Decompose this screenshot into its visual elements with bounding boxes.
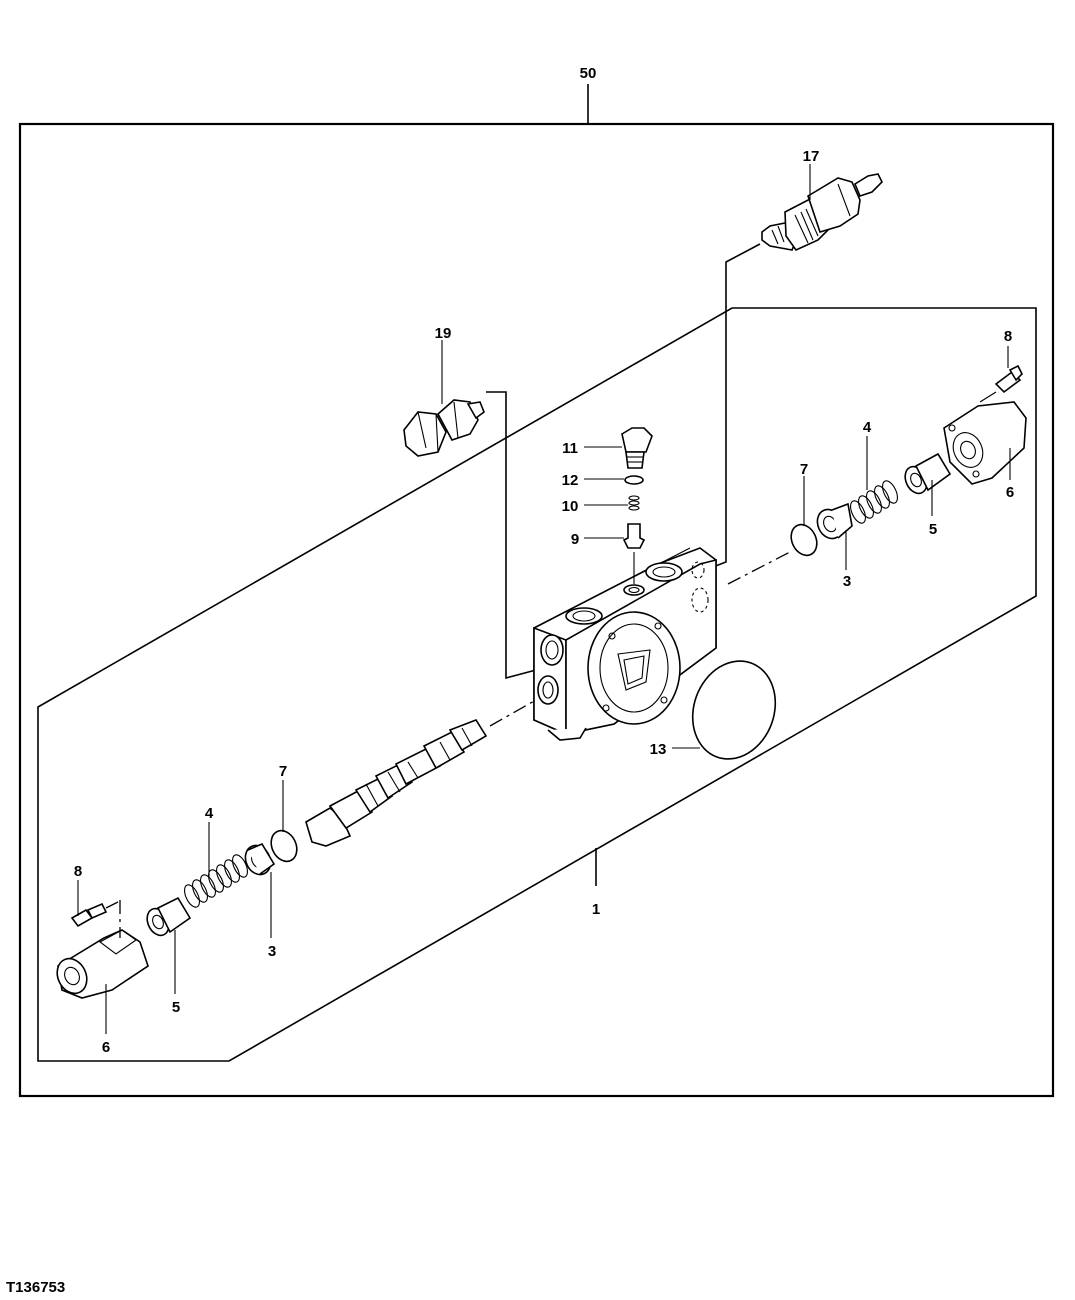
callout-12: 12 (562, 472, 579, 489)
spool-axis (489, 699, 537, 727)
right-axis (727, 551, 791, 585)
callout-10: 10 (562, 498, 579, 515)
callout-6-left: 6 (102, 1039, 110, 1056)
leader-19-path (486, 391, 537, 680)
assembly-frame (18, 122, 1055, 1098)
callout-5-right: 5 (929, 521, 937, 538)
spring-seat-3-left (244, 842, 276, 876)
callout-8-right: 8 (1004, 328, 1012, 345)
stopper-5-right (904, 452, 952, 495)
callout-3-left: 3 (268, 943, 276, 960)
figure-id: T136753 (6, 1279, 65, 1296)
spool (305, 719, 488, 847)
spring-4-left (184, 854, 248, 908)
callout-17: 17 (803, 148, 820, 165)
callout-5-left: 5 (172, 999, 180, 1016)
relief-valve-17 (761, 173, 883, 252)
callout-50: 50 (580, 65, 597, 82)
section-frame (37, 307, 1037, 1062)
bolt-axis-right (979, 391, 997, 403)
o-ring-7-right (790, 523, 818, 557)
spring-seat-3-right (816, 502, 853, 540)
bolt-8-left (70, 902, 108, 928)
leader-17-path (699, 243, 761, 573)
callout-4-left: 4 (205, 805, 214, 822)
plug-11 (621, 427, 653, 469)
cap-6-left (56, 929, 149, 999)
spring-10 (628, 495, 640, 511)
callout-13: 13 (650, 741, 667, 758)
callout-3-right: 3 (843, 573, 851, 590)
callout-8-left: 8 (74, 863, 82, 880)
spring-4-right (850, 480, 898, 524)
poppet-9 (622, 523, 646, 549)
o-ring-7-left (270, 829, 298, 863)
plug-19 (403, 399, 485, 457)
o-ring-13 (691, 660, 777, 760)
callout-7-left: 7 (279, 763, 287, 780)
callout-6-right: 6 (1006, 484, 1014, 501)
callout-1: 1 (592, 901, 600, 918)
callout-7-right: 7 (800, 461, 808, 478)
callout-4-right: 4 (863, 419, 872, 436)
o-ring-12 (624, 475, 644, 485)
stopper-5-left (146, 896, 192, 937)
callout-19: 19 (435, 325, 452, 342)
callout-9: 9 (571, 531, 579, 548)
bolt-axis-left (105, 901, 119, 909)
cap-6-right (943, 401, 1027, 485)
valve-housing (533, 547, 717, 741)
bolt-8-right (994, 364, 1023, 394)
callout-11: 11 (562, 440, 578, 457)
